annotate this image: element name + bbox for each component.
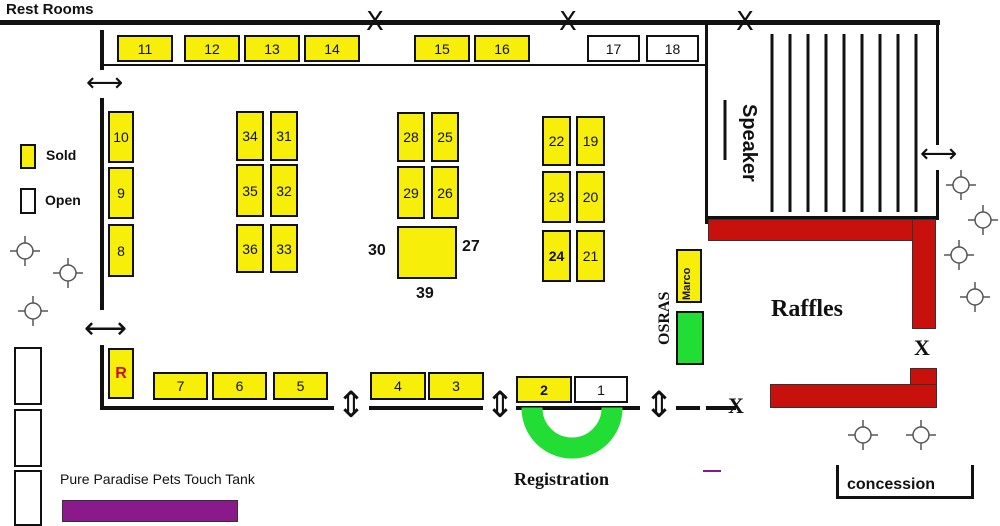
outlet-icon — [53, 258, 83, 288]
raffles-wall-top — [708, 219, 936, 241]
wall-bottom-right-b — [706, 406, 736, 410]
exit-mark-3: X — [736, 7, 754, 37]
outlet-icon — [848, 420, 878, 450]
booth-3[interactable]: 3 — [428, 372, 484, 400]
raffles-wall-right — [912, 219, 936, 329]
exit-mark-4: X — [914, 335, 930, 360]
booth-39-label: 39 — [416, 285, 434, 302]
booth-12[interactable]: 12 — [184, 35, 240, 62]
wall-left-upper — [100, 30, 104, 70]
booth-5[interactable]: 5 — [273, 372, 328, 400]
door-arrow-right: ⟷ — [920, 139, 958, 169]
booth-18[interactable]: 18 — [646, 35, 699, 62]
wall-top-right-inner — [104, 64, 706, 66]
wall-bottom-mid — [369, 406, 483, 410]
booth-35[interactable]: 35 — [236, 164, 264, 217]
booth-31[interactable]: 31 — [270, 111, 298, 161]
booth-28[interactable]: 28 — [397, 112, 425, 162]
concession-label: concession — [847, 476, 936, 493]
door-arrow-left-upper: ⟷ — [86, 68, 124, 98]
outlet-icon — [906, 420, 936, 450]
booth-29[interactable]: 29 — [397, 166, 425, 219]
booth-10[interactable]: 10 — [108, 111, 134, 163]
booth-33[interactable]: 33 — [270, 224, 298, 273]
booth-8[interactable]: 8 — [108, 224, 134, 277]
booth-7[interactable]: 7 — [153, 372, 208, 400]
exit-mark-1: X — [366, 7, 384, 37]
booth-17[interactable]: 17 — [587, 35, 640, 62]
raffles-label: Raffles — [771, 296, 843, 322]
booth-30-27-39[interactable] — [397, 226, 457, 279]
booth-30-label: 30 — [368, 242, 386, 259]
booth-6[interactable]: 6 — [212, 372, 267, 400]
booth-13[interactable]: 13 — [244, 35, 300, 62]
rest-rooms-label: Rest Rooms — [6, 1, 94, 18]
booth-1[interactable]: 1 — [574, 376, 628, 403]
touch-tank-label: Pure Paradise Pets Touch Tank — [60, 471, 255, 487]
speaker-seating — [723, 34, 918, 212]
booth-20[interactable]: 20 — [576, 171, 605, 223]
registration-desk — [521, 407, 623, 459]
wall-top — [0, 20, 940, 25]
booth-2[interactable]: 2 — [516, 376, 572, 403]
outlet-icon — [18, 296, 48, 326]
concession-stand — [836, 465, 974, 499]
exit-mark-5: X — [728, 393, 744, 418]
osras-label: OSRAS — [656, 291, 673, 345]
legend-sold-swatch — [20, 144, 36, 169]
booth-4[interactable]: 4 — [370, 372, 426, 400]
outlet-icon — [10, 236, 40, 266]
door-arrow-bottom-3: ⇕ — [644, 385, 675, 426]
booth-16[interactable]: 16 — [474, 35, 530, 62]
booth-21[interactable]: 21 — [576, 230, 605, 282]
booth-23[interactable]: 23 — [542, 171, 571, 223]
raffles-wall-lower-h — [770, 384, 937, 408]
booth-24[interactable]: 24 — [542, 230, 571, 282]
outlet-icon — [960, 282, 990, 312]
marco-label: Marco — [681, 267, 693, 300]
exit-mark-2: X — [559, 7, 577, 37]
tank-1 — [14, 347, 42, 405]
booth-19[interactable]: 19 — [576, 116, 605, 166]
booth-9[interactable]: 9 — [108, 167, 134, 219]
touch-tank-bar — [62, 500, 238, 522]
booth-14[interactable]: 14 — [304, 35, 360, 62]
speaker-area-right — [936, 20, 939, 145]
speaker-area-left — [705, 24, 708, 224]
booth-26[interactable]: 26 — [431, 166, 459, 219]
booth-27-label: 27 — [462, 238, 480, 255]
door-arrow-bottom-2: ⇕ — [485, 385, 516, 426]
booth-22[interactable]: 22 — [542, 116, 571, 166]
wall-bottom-reg — [516, 406, 640, 410]
legend-open-label: Open — [45, 192, 81, 208]
door-arrow-bottom-1: ⇕ — [336, 385, 367, 426]
booth-marco[interactable] — [676, 249, 702, 303]
booth-15[interactable]: 15 — [414, 35, 470, 62]
tank-2 — [14, 409, 42, 467]
wall-bottom-right-a — [676, 406, 700, 410]
outlet-icon — [944, 240, 974, 270]
booth-11[interactable]: 11 — [117, 35, 173, 62]
legend-open-swatch — [20, 188, 36, 214]
door-arrow-left-lower: ⟷ — [84, 311, 128, 346]
booth-R[interactable]: R — [108, 348, 134, 399]
legend-sold-label: Sold — [46, 147, 77, 163]
wall-left-lower — [100, 345, 104, 408]
booth-36[interactable]: 36 — [236, 224, 264, 273]
outlet-icon — [946, 170, 976, 200]
speaker-label: Speaker — [738, 104, 760, 182]
wall-bottom-left — [100, 406, 334, 410]
booth-34[interactable]: 34 — [236, 111, 264, 161]
registration-label: Registration — [514, 469, 609, 489]
speaker-area-right-lower — [936, 170, 939, 220]
outlet-icon — [968, 205, 998, 235]
booth-25[interactable]: 25 — [431, 112, 459, 162]
tank-3 — [14, 470, 42, 526]
purple-mark — [703, 470, 721, 472]
speaker-area-bottom — [705, 216, 939, 219]
booth-osras[interactable] — [676, 311, 704, 365]
booth-32[interactable]: 32 — [270, 164, 298, 217]
wall-left-middle — [100, 98, 104, 310]
